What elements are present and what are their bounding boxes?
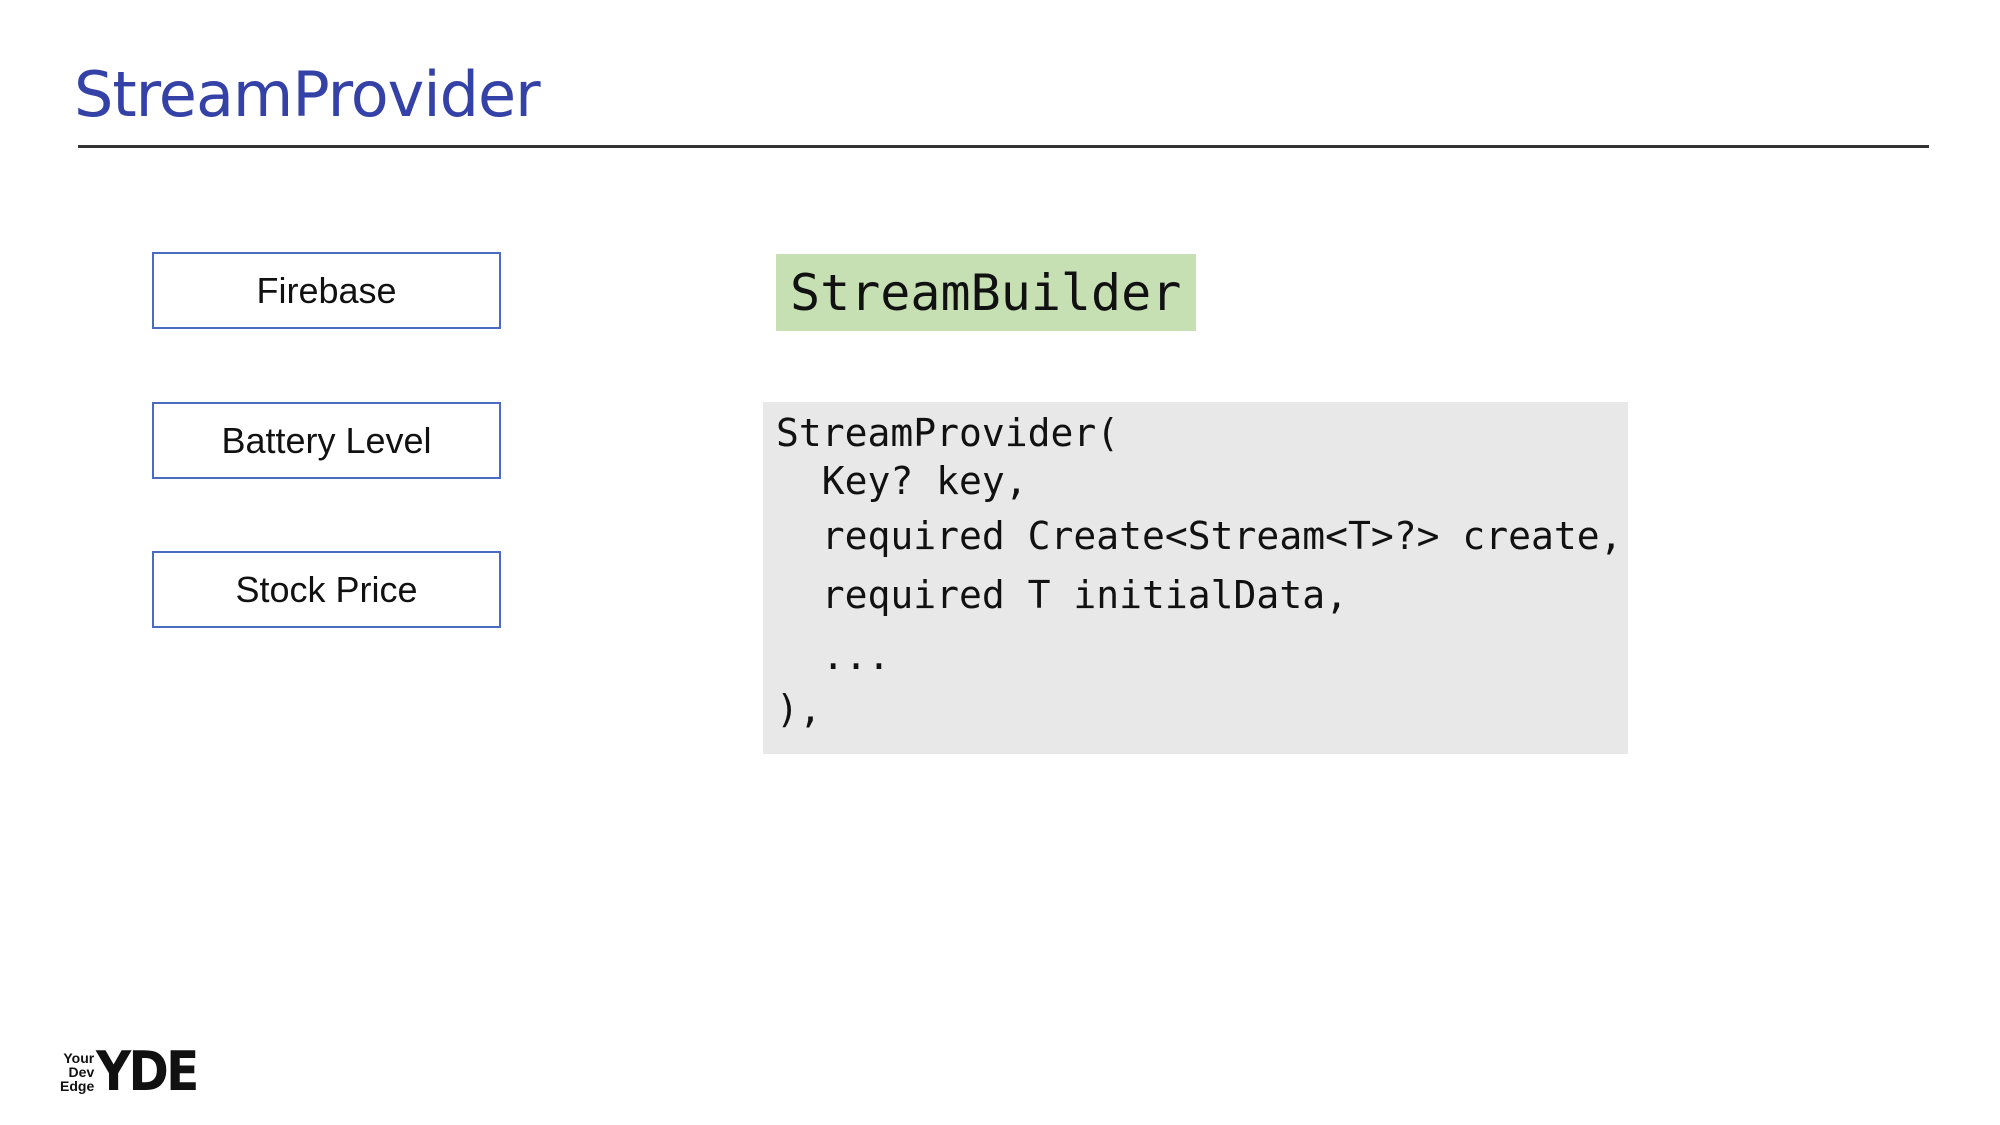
code-line: required T initialData, [776,573,1348,617]
source-box-battery-level: Battery Level [152,402,501,479]
code-line: ), [776,687,822,731]
stream-builder-label: StreamBuilder [776,254,1196,331]
code-line: StreamProvider( [776,411,1120,455]
code-block: StreamProvider( Key? key, required Creat… [763,402,1628,754]
code-line: Key? key, [776,459,1028,503]
source-box-stock-price: Stock Price [152,551,501,628]
slide-title: StreamProvider [74,58,541,131]
yde-logo: Your Dev Edge YDE [60,1040,208,1103]
logo-words: Your Dev Edge [60,1051,94,1093]
title-divider [78,145,1929,148]
logo-word: Your [63,1050,95,1066]
logo-word: Dev [68,1064,95,1080]
source-box-firebase: Firebase [152,252,501,329]
logo-word: Edge [60,1078,95,1094]
code-line: ... [776,634,891,678]
logo-letters: YDE [96,1040,199,1103]
code-line: required Create<Stream<T>?> create, [776,514,1623,558]
